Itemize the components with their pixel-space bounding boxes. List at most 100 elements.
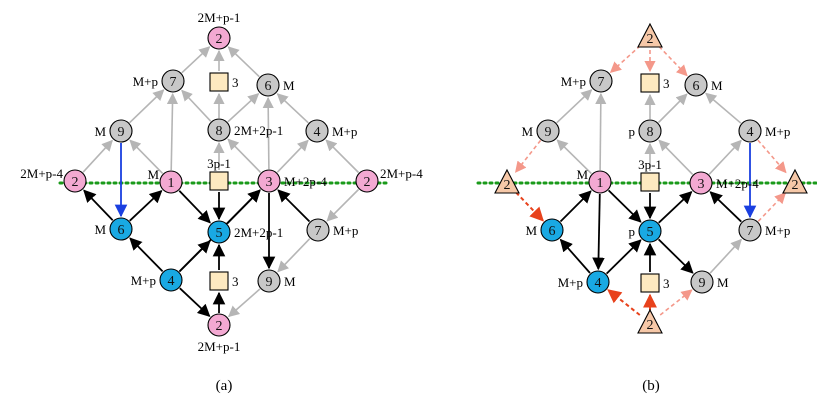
node-a-top-circle — [207, 26, 231, 50]
node-a-sq3-bot-square — [209, 271, 229, 291]
edge-a-4b-to-a-bot — [179, 287, 211, 317]
edge-a-6b-to-a-1 — [129, 190, 163, 222]
node-b-1-number: 1 — [597, 176, 604, 191]
node-a-4-label: M+p — [332, 124, 357, 139]
node-b-5-label: p — [629, 224, 636, 239]
node-b-tri-top-number: 2 — [647, 32, 654, 47]
node-a-7b-circle — [306, 218, 330, 242]
edge-b-tri-bot-to-b-4b — [607, 289, 641, 316]
node-a-top-label: 2M+p-1 — [198, 10, 241, 25]
node-b-tri-L: 2 — [494, 168, 520, 194]
node-a-sq3-bot-label: 3 — [232, 274, 239, 289]
edge-a-9b-to-a-bot — [227, 288, 261, 318]
edge-a-3-to-a-4 — [276, 139, 309, 173]
node-a-6b-label: M — [94, 222, 106, 237]
node-a-6-number: 6 — [265, 79, 272, 94]
node-a-4b: 4M+p — [131, 268, 183, 292]
node-a-1-number: 1 — [168, 176, 175, 191]
node-a-2L-circle — [63, 169, 87, 193]
edge-a-2R-to-a-7b — [326, 188, 360, 222]
node-a-7: 7 M+p — [133, 69, 185, 93]
node-b-9b-label: M — [717, 275, 729, 290]
edge-a-9-to-a-7 — [129, 89, 165, 124]
node-b-tri-R-triangle — [782, 168, 808, 194]
node-a-7-number: 7 — [170, 75, 177, 90]
node-b-4b-number: 4 — [595, 276, 602, 291]
node-a-sq3-top-label: 3 — [232, 75, 239, 90]
node-b-8-circle — [638, 119, 662, 143]
edge-b-tri-top-to-b-6 — [658, 45, 688, 77]
node-b-6-circle — [684, 73, 708, 97]
node-b-tri-bot-triangle — [637, 308, 663, 334]
node-b-8: 8p — [629, 119, 662, 143]
edge-a-2R-to-a-4 — [325, 139, 360, 174]
node-a-6-circle — [256, 73, 280, 97]
node-b-tri-R: 2 — [782, 168, 808, 194]
edge-a-4-to-a-6 — [276, 93, 309, 124]
node-a-4b-label: M+p — [131, 273, 156, 288]
edge-b-5-to-b-9b — [657, 238, 694, 274]
node-a-2R: 22M+p-4 — [355, 166, 423, 193]
node-b-6-label: M — [711, 78, 723, 93]
node-b-sq-mid: 3p-1 — [638, 157, 662, 192]
edge-a-8-to-a-6 — [227, 93, 260, 123]
edge-a-1-to-a-7 — [166, 92, 179, 171]
node-b-6b-label: M — [525, 223, 537, 238]
node-a-1: 1M — [147, 167, 183, 194]
node-b-7b-label: M+p — [765, 223, 790, 238]
edge-b-4b-to-b-6b — [559, 238, 591, 274]
edge-a-6b-to-a-2L — [83, 189, 114, 221]
edge-b-3-to-b-4 — [708, 139, 742, 175]
node-a-4: 4 M+p — [305, 119, 357, 143]
node-b-sq3-top-square — [640, 73, 660, 93]
node-b-4b-circle — [586, 270, 610, 294]
node-a-2R-label: 2M+p-4 — [380, 166, 423, 181]
node-a-1-label: M — [147, 167, 159, 182]
node-a-4b-circle — [159, 268, 183, 292]
edge-b-9-to-b-tri-L — [515, 139, 542, 173]
node-a-4-circle — [305, 119, 329, 143]
node-a-bot-label: 2M+p-1 — [198, 339, 241, 354]
node-b-tri-R-number: 2 — [792, 178, 799, 193]
node-a-8-circle — [207, 118, 231, 142]
node-a-9: 9M — [94, 119, 133, 143]
node-a-7-circle — [161, 69, 185, 93]
node-a-4-number: 4 — [314, 125, 321, 140]
node-a-2L: 22M+p-4 — [20, 166, 87, 193]
node-a-sq-mid-label: 3p-1 — [207, 156, 231, 171]
edge-b-7b-to-b-tri-R — [757, 192, 787, 222]
node-a-7b-label: M+p — [333, 223, 358, 238]
node-b-sq3-bot-square — [640, 273, 660, 293]
node-b-3-label: M+2p-4 — [716, 176, 759, 191]
edge-a-7-to-a-top — [181, 46, 211, 74]
edge-b-1-to-b-4b — [592, 193, 605, 271]
node-a-2R-circle — [355, 169, 379, 193]
edge-b-1-to-b-9 — [556, 139, 592, 175]
node-a-sq3-bot: 3 — [209, 271, 239, 291]
node-a-9b-label: M — [284, 274, 296, 289]
node-b-4-label: M+p — [765, 124, 790, 139]
node-b-7: 7M+p — [561, 69, 613, 93]
node-b-6b-circle — [540, 218, 564, 242]
node-a-bot-number: 2 — [216, 319, 223, 334]
node-a-8-label: 2M+2p-1 — [234, 123, 283, 138]
node-a-7-label: M+p — [133, 74, 158, 89]
panel-a-caption: (a) — [216, 378, 233, 394]
edge-b-3-to-b-8 — [658, 139, 694, 175]
node-b-3-circle — [689, 171, 713, 195]
node-a-bot-circle — [207, 313, 231, 337]
node-a-6b-circle — [109, 217, 133, 241]
node-a-9b-circle — [257, 269, 281, 293]
